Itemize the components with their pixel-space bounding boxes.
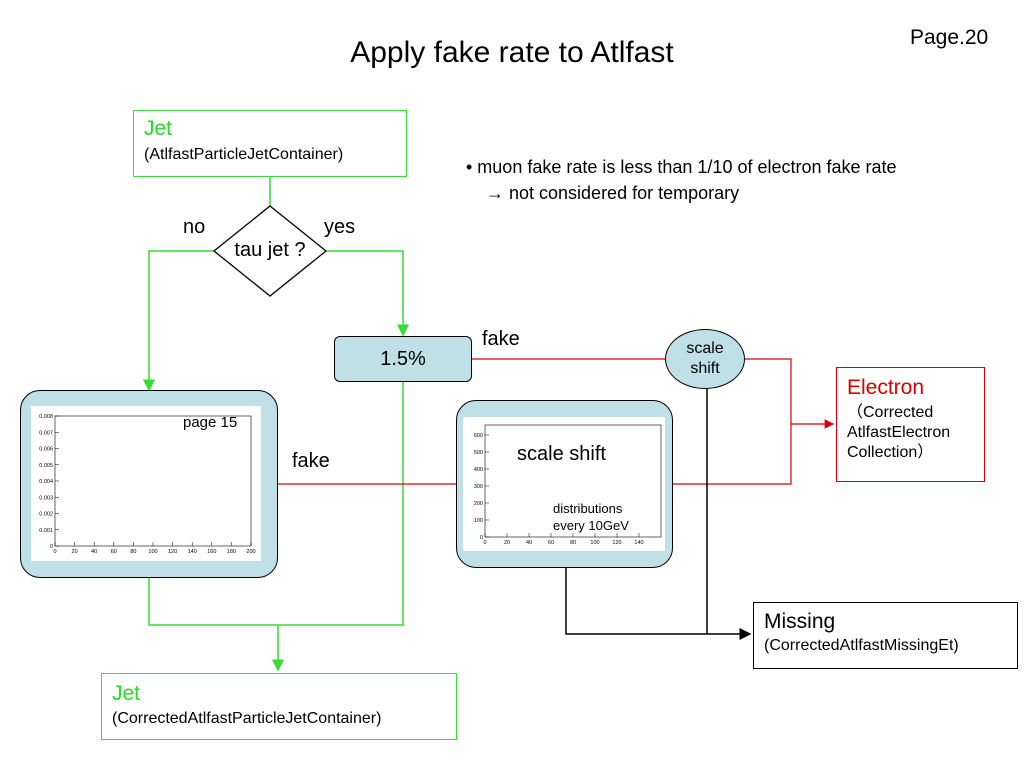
x-tick-label: 180: [227, 549, 236, 555]
electron-line3: Collection）: [847, 444, 934, 461]
jet-output-box: Jet (CorrectedAtlfastParticleJetContaine…: [101, 673, 457, 740]
jet-input-name: Jet: [144, 117, 173, 140]
x-tick-label: 20: [504, 540, 510, 546]
distributions-note: distributions every 10GeV: [553, 500, 629, 534]
y-tick-label: 0: [50, 544, 53, 550]
x-tick-label: 120: [168, 549, 177, 555]
y-tick-label: 100: [474, 518, 483, 524]
jet-input-box: Jet (AtlfastParticleJetContainer): [133, 110, 407, 177]
electron-line1: （Corrected: [847, 404, 934, 421]
note-line-1: • muon fake rate is less than 1/10 of el…: [466, 157, 897, 177]
yes-label: yes: [324, 216, 356, 238]
y-tick-label: 0.005: [39, 463, 53, 469]
x-tick-label: 60: [111, 549, 117, 555]
fake-label-lower: fake: [292, 450, 330, 472]
x-tick-label: 140: [188, 549, 197, 555]
x-tick-label: 40: [526, 540, 532, 546]
fake-rate-plot-panel: 0.008 0.007 0.006 0.005 0.004 0.003 0.002 0.001…: [20, 390, 278, 578]
missing-name: Missing: [764, 610, 836, 633]
scale-oval-line2: shift: [690, 360, 720, 377]
note-text: • muon fake rate is less than 1/10 of el…: [466, 154, 897, 206]
electron-name: Electron: [847, 376, 925, 399]
x-tick-label: 80: [570, 540, 576, 546]
y-tick-label: 500: [474, 450, 483, 456]
missing-box: Missing (CorrectedAtlfastMissingEt): [753, 602, 1018, 669]
page-number: Page.20: [910, 26, 989, 49]
jet-output-name: Jet: [112, 682, 141, 705]
y-tick-label: 600: [474, 433, 483, 439]
fake-rate-box: 1.5%: [334, 336, 472, 382]
y-tick-label: 0.006: [39, 447, 53, 453]
y-tick-label: 300: [474, 484, 483, 490]
y-tick-label: 200: [474, 501, 483, 507]
y-tick-label: 0.007: [39, 430, 53, 436]
y-tick-label: 0.002: [39, 512, 53, 518]
x-tick-label: 0: [483, 540, 486, 546]
scale-oval-line1: scale: [686, 340, 724, 357]
no-label: no: [183, 216, 206, 238]
y-tick-label: 0.004: [39, 479, 53, 485]
scale-shift-histogram: 600 500 400 300 200 100 00 20 40 60 80 100 120 140: [474, 424, 662, 546]
y-tick-label: 0.001: [39, 528, 53, 534]
fake-rate-plot: 0.008 0.007 0.006 0.005 0.004 0.003 0.002 0.001…: [31, 406, 261, 561]
x-tick-label: 100: [148, 549, 157, 555]
note-every: every 10GeV: [553, 518, 629, 533]
electron-box: Electron （Corrected AtlfastElectron Coll…: [836, 367, 985, 482]
x-tick-label: 140: [634, 540, 643, 546]
y-tick-label: 400: [474, 467, 483, 473]
fake-label-upper: fake: [482, 328, 520, 350]
plot-caption: page 15: [183, 414, 238, 431]
missing-container: (CorrectedAtlfastMissingEt): [764, 637, 959, 654]
scale-shift-caption: scale shift: [517, 443, 606, 465]
x-tick-label: 120: [612, 540, 621, 546]
y-tick-label: 0: [480, 535, 483, 541]
x-tick-label: 80: [130, 549, 136, 555]
note-distributions: distributions: [553, 501, 623, 516]
x-tick-label: 100: [590, 540, 599, 546]
y-tick-label: 0.008: [39, 414, 53, 420]
x-tick-label: 60: [548, 540, 554, 546]
x-tick-label: 160: [207, 549, 216, 555]
electron-line2: AtlfastElectron: [847, 424, 951, 441]
note-line-2: → not considered for temporary: [486, 183, 740, 203]
x-tick-label: 20: [72, 549, 78, 555]
x-tick-label: 0: [53, 549, 56, 555]
scale-shift-oval: scale shift: [665, 329, 745, 389]
decision-label: tau jet ?: [234, 239, 306, 261]
fake-rate-histogram: 0.008 0.007 0.006 0.005 0.004 0.003 0.002 0.001…: [39, 414, 255, 555]
slide-title: Apply fake rate to Atlfast: [350, 36, 674, 69]
plot-frame: [54, 415, 252, 547]
x-tick-label: 40: [91, 549, 97, 555]
jet-input-container: (AtlfastParticleJetContainer): [144, 146, 344, 163]
y-tick-label: 0.003: [39, 495, 53, 501]
x-tick-label: 200: [246, 549, 255, 555]
jet-output-container: (CorrectedAtlfastParticleJetContainer): [112, 710, 382, 727]
